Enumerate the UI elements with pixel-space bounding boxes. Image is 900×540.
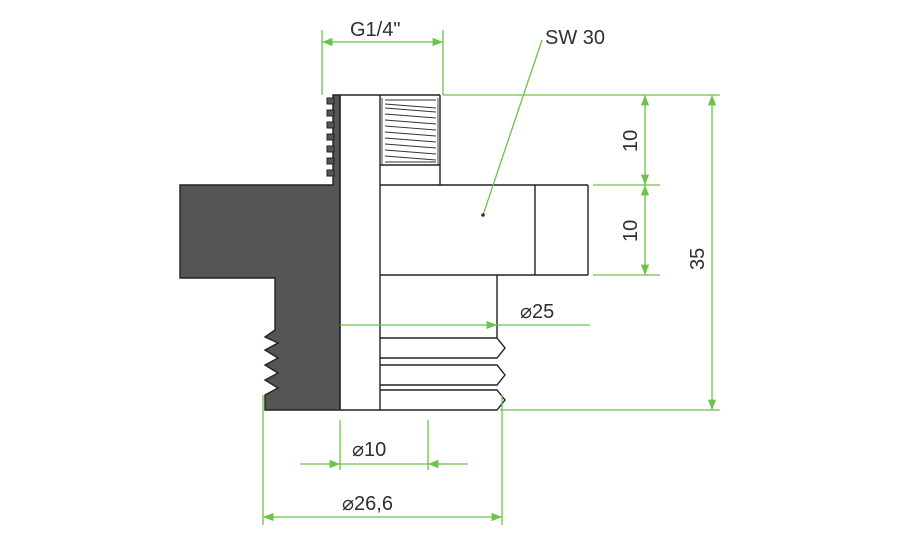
- dimensions: [262, 30, 720, 525]
- diameter-10-label: ⌀10: [352, 439, 386, 461]
- wrench-size-label: SW 30: [545, 27, 605, 49]
- upper-thread: [381, 98, 439, 165]
- upper-thread-left: [326, 97, 335, 177]
- thread-size-label: G1/4": [350, 19, 400, 41]
- diameter-26-6-label: ⌀26,6: [342, 493, 393, 515]
- section-body: [179, 94, 341, 411]
- height-top-label: 10: [620, 130, 642, 152]
- part-outline: [339, 94, 589, 411]
- total-height-label: 35: [687, 248, 709, 270]
- diameter-25-label: ⌀25: [520, 301, 554, 323]
- height-hex-label: 10: [620, 220, 642, 242]
